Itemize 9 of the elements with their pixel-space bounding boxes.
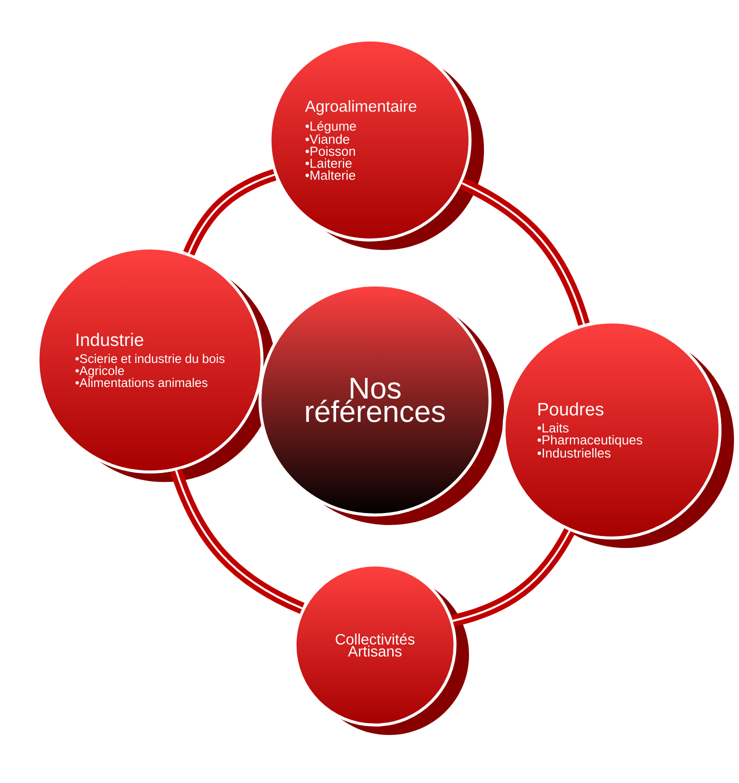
ring-arc <box>170 468 305 614</box>
disc: Collectivités Artisans <box>294 564 469 735</box>
disc: Poudres •Laits •Pharmaceutiques •Industrielles <box>502 320 734 548</box>
ring-arc <box>183 169 277 256</box>
disc: Agroalimentaire •Légume •Viande •Poisson •Laiterie •Malterie <box>268 38 484 250</box>
disc: Industrie •Scierie et industrie du bois •Agricole •Alimentations animales <box>36 246 276 482</box>
disc: Nos références <box>258 284 504 525</box>
ring-arc <box>459 178 590 326</box>
ring-arc <box>451 528 575 627</box>
